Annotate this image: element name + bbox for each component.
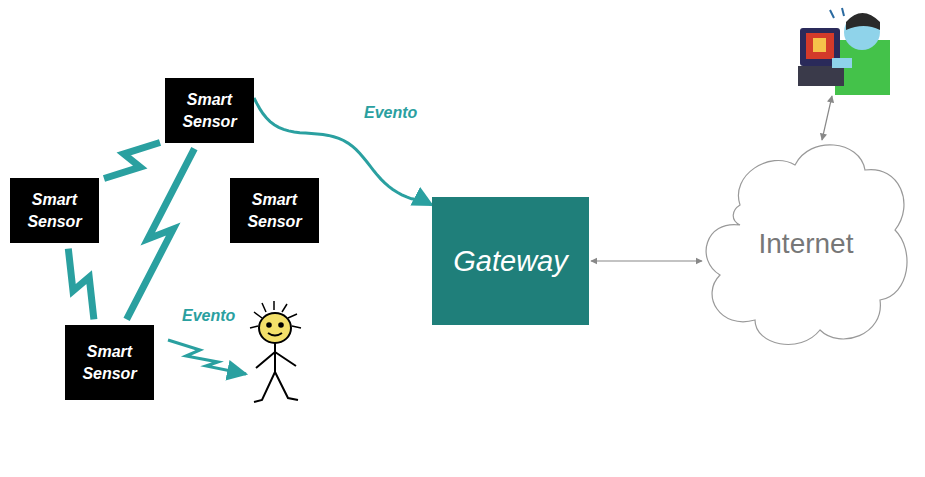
computer-user-icon — [798, 8, 890, 95]
box-label: Smart Sensor — [171, 89, 248, 132]
stick-person — [250, 301, 301, 402]
smart-sensor-box: Smart Sensor — [230, 178, 319, 243]
box-label: Smart Sensor — [236, 189, 313, 232]
event-squiggle — [168, 340, 246, 374]
gateway-box: Gateway — [432, 197, 589, 325]
event-label: Evento — [180, 307, 237, 325]
box-label: Gateway — [453, 245, 567, 278]
box-label: Smart Sensor — [16, 189, 93, 232]
wireless-link — [127, 149, 195, 320]
user-link — [822, 96, 832, 140]
cloud-label: Internet — [759, 228, 854, 260]
smart-sensor-box: Smart Sensor — [65, 325, 154, 400]
wireless-link — [104, 143, 160, 179]
network-link — [591, 260, 702, 261]
smart-sensor-box: Smart Sensor — [10, 178, 99, 243]
smart-sensor-box: Smart Sensor — [165, 78, 254, 143]
wireless-link — [68, 249, 94, 320]
internet-cloud: Internet — [700, 135, 912, 353]
box-label: Smart Sensor — [71, 341, 148, 384]
edge-label: Evento — [362, 104, 419, 122]
